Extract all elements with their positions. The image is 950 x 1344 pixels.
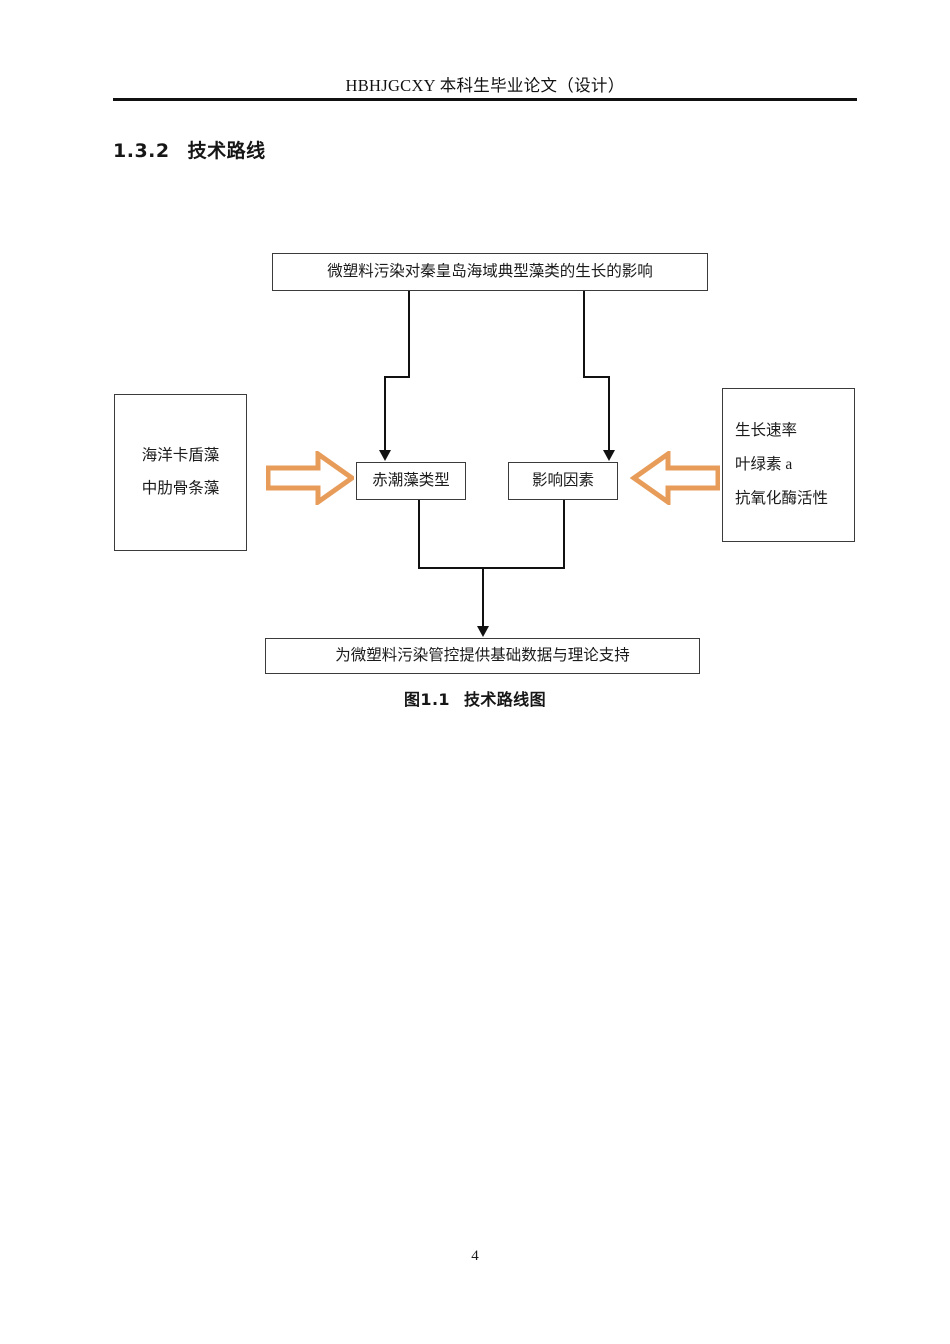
flow-node-indicators-line-2: 叶绿素 a	[735, 455, 793, 473]
flow-node-species: 海洋卡盾藻 中肋骨条藻	[114, 394, 247, 551]
arrowhead-to-factors	[603, 450, 615, 461]
flow-node-topic: 微塑料污染对秦皇岛海域典型藻类的生长的影响	[272, 253, 708, 291]
figure-caption-number: 图1.1	[404, 690, 450, 709]
block-arrow-right-icon	[265, 449, 357, 507]
connector-topic-right-stem	[583, 291, 585, 377]
flow-node-outcome-label: 为微塑料污染管控提供基础数据与理论支持	[335, 646, 630, 664]
connector-topic-right-elbow	[583, 376, 610, 378]
flow-node-species-line-2: 中肋骨条藻	[141, 479, 220, 497]
flow-node-indicators-line-1: 生长速率	[735, 421, 798, 439]
section-number: 1.3.2	[113, 140, 170, 162]
page-title: 1.3.2 技术路线	[113, 136, 266, 163]
connector-topic-left-elbow	[384, 376, 410, 378]
section-title: 技术路线	[187, 140, 266, 162]
arrowhead-to-algae-type	[379, 450, 391, 461]
connector-topic-right-drop	[608, 376, 610, 451]
flow-node-indicators-line-3: 抗氧化酶活性	[735, 490, 829, 507]
header-divider	[113, 98, 857, 101]
connector-merge-bar	[418, 567, 565, 569]
page-number: 4	[471, 1248, 479, 1264]
flow-node-factors: 影响因素	[508, 462, 618, 500]
header-title: HBHJGCXY 本科生毕业论文（设计）	[345, 76, 625, 95]
document-header: HBHJGCXY 本科生毕业论文（设计）	[113, 72, 857, 96]
connector-algae-type-down	[418, 500, 420, 568]
connector-merge-to-outcome	[482, 567, 484, 627]
flow-node-factors-label: 影响因素	[531, 471, 594, 489]
flow-node-outcome: 为微塑料污染管控提供基础数据与理论支持	[265, 638, 700, 674]
flow-node-topic-label: 微塑料污染对秦皇岛海域典型藻类的生长的影响	[327, 262, 653, 280]
figure-caption-title: 技术路线图	[463, 690, 546, 709]
figure-caption: 图1.1 技术路线图	[0, 686, 950, 710]
arrowhead-to-outcome	[477, 626, 489, 637]
flow-node-algae-type-label: 赤潮藻类型	[372, 471, 450, 489]
connector-factors-down	[563, 500, 565, 568]
block-arrow-left-icon	[628, 449, 721, 507]
flow-node-species-line-1: 海洋卡盾藻	[141, 447, 220, 465]
connector-topic-left-stem	[408, 291, 410, 377]
connector-topic-left-drop	[384, 376, 386, 451]
flow-node-indicators: 生长速率 叶绿素 a 抗氧化酶活性	[722, 388, 855, 542]
flow-node-algae-type: 赤潮藻类型	[356, 462, 466, 500]
